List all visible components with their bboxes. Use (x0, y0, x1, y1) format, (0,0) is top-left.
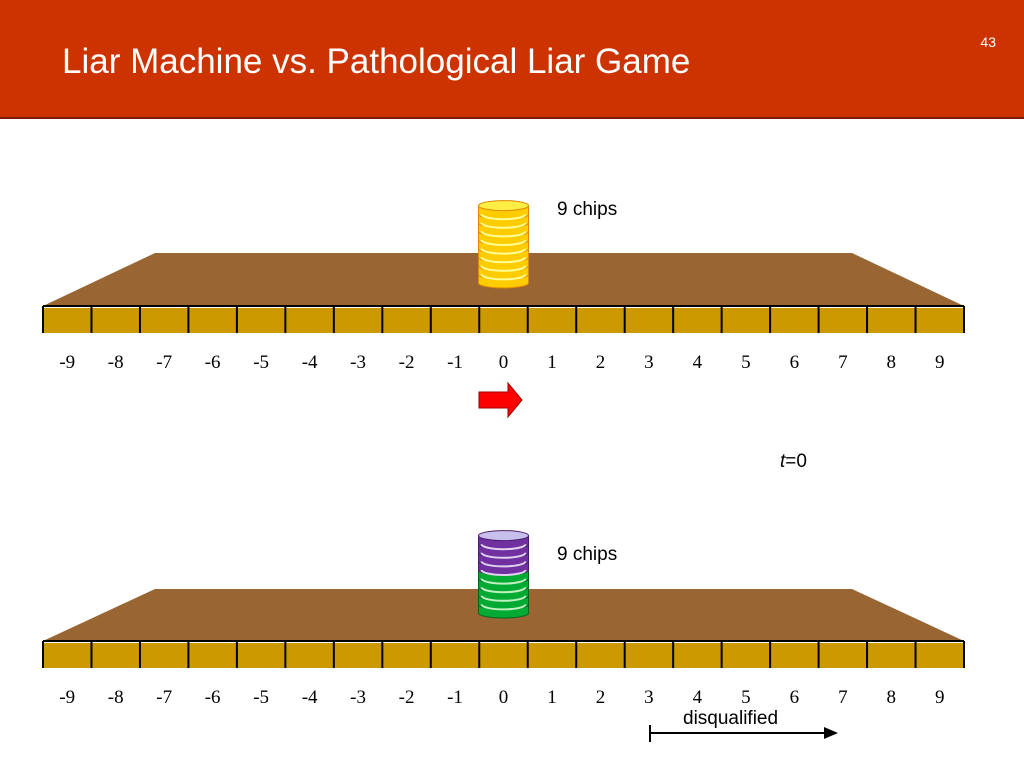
disqualified-arrow (649, 725, 838, 742)
chip-separator (480, 213, 527, 221)
position-label: 2 (596, 687, 606, 708)
disqualified-label: disqualified (683, 708, 778, 729)
chip-stack-top (478, 200, 529, 212)
chip-count-label-bottom: 9 chips (557, 544, 617, 565)
chip-separator (480, 231, 527, 238)
chip-separator (480, 274, 527, 281)
position-label: 3 (644, 687, 654, 708)
chip-separator (480, 561, 527, 568)
time-var: t (780, 451, 786, 472)
position-label: -7 (156, 687, 172, 708)
position-label: -4 (302, 352, 318, 373)
chip-separator (480, 239, 527, 246)
chip-separator (480, 248, 527, 255)
position-label: 4 (693, 687, 703, 708)
position-label: -5 (253, 352, 269, 373)
position-label: -9 (59, 352, 75, 373)
position-label: -8 (108, 687, 124, 708)
chip-separator (480, 595, 527, 602)
position-label: 9 (935, 687, 945, 708)
position-label: 6 (790, 352, 800, 373)
position-label: 5 (741, 687, 751, 708)
position-label: -2 (399, 687, 415, 708)
chip-separator (480, 578, 527, 585)
position-label: 7 (838, 352, 848, 373)
move-right-arrow (478, 381, 523, 419)
board-pathological-liar-game: -9 -8 -7 -6 -5 -4 -3 -2 -1 0 1 2 3 4 5 6 7 8 9 (42, 530, 965, 708)
position-label: 8 (887, 352, 897, 373)
chip-stack (478, 530, 529, 619)
chip-separator (480, 256, 527, 264)
position-label: 9 (935, 352, 945, 373)
board-liar-machine: -9 -8 -7 -6 -5 -4 -3 -2 -1 0 1 2 3 4 5 6 7 8 9 (42, 200, 965, 373)
chip-separator (480, 552, 527, 559)
position-label: -9 (59, 687, 75, 708)
chip-separator (480, 569, 527, 576)
chip-separator (480, 543, 527, 551)
board-strip (43, 643, 964, 668)
position-label: 0 (499, 352, 509, 373)
position-label: -3 (350, 352, 366, 373)
chip-separator (480, 265, 527, 272)
position-label: -4 (302, 687, 318, 708)
chip-separator (480, 586, 527, 594)
position-label: -5 (253, 687, 269, 708)
slide-header: Liar Machine vs. Pathological Liar Game … (0, 0, 1024, 119)
time-value: =0 (785, 451, 807, 472)
position-label: 5 (741, 352, 751, 373)
board-strip (43, 308, 964, 333)
position-label: 0 (499, 687, 509, 708)
position-label: 2 (596, 352, 606, 373)
chip-stack (478, 200, 529, 289)
slide-number: 43 (980, 34, 996, 50)
slide-title: Liar Machine vs. Pathological Liar Game (62, 42, 691, 81)
position-label: 3 (644, 352, 654, 373)
chip-separator (480, 222, 527, 229)
position-label: -1 (447, 352, 463, 373)
chip-count-label-top: 9 chips (557, 199, 617, 220)
position-label: 1 (547, 687, 557, 708)
position-label: 7 (838, 687, 848, 708)
position-label: -7 (156, 352, 172, 373)
position-label: -6 (205, 352, 221, 373)
position-label: 6 (790, 687, 800, 708)
position-label: 8 (887, 687, 897, 708)
position-label: -1 (447, 687, 463, 708)
position-label: 1 (547, 352, 557, 373)
position-label: -8 (108, 352, 124, 373)
position-label: 4 (693, 352, 703, 373)
position-label: -6 (205, 687, 221, 708)
disqualified-arrow-head (824, 727, 838, 739)
chip-stack-top (478, 530, 529, 542)
chip-separator (480, 604, 527, 611)
time-label: t=0 (780, 451, 807, 472)
position-label: -2 (399, 352, 415, 373)
position-label: -3 (350, 687, 366, 708)
